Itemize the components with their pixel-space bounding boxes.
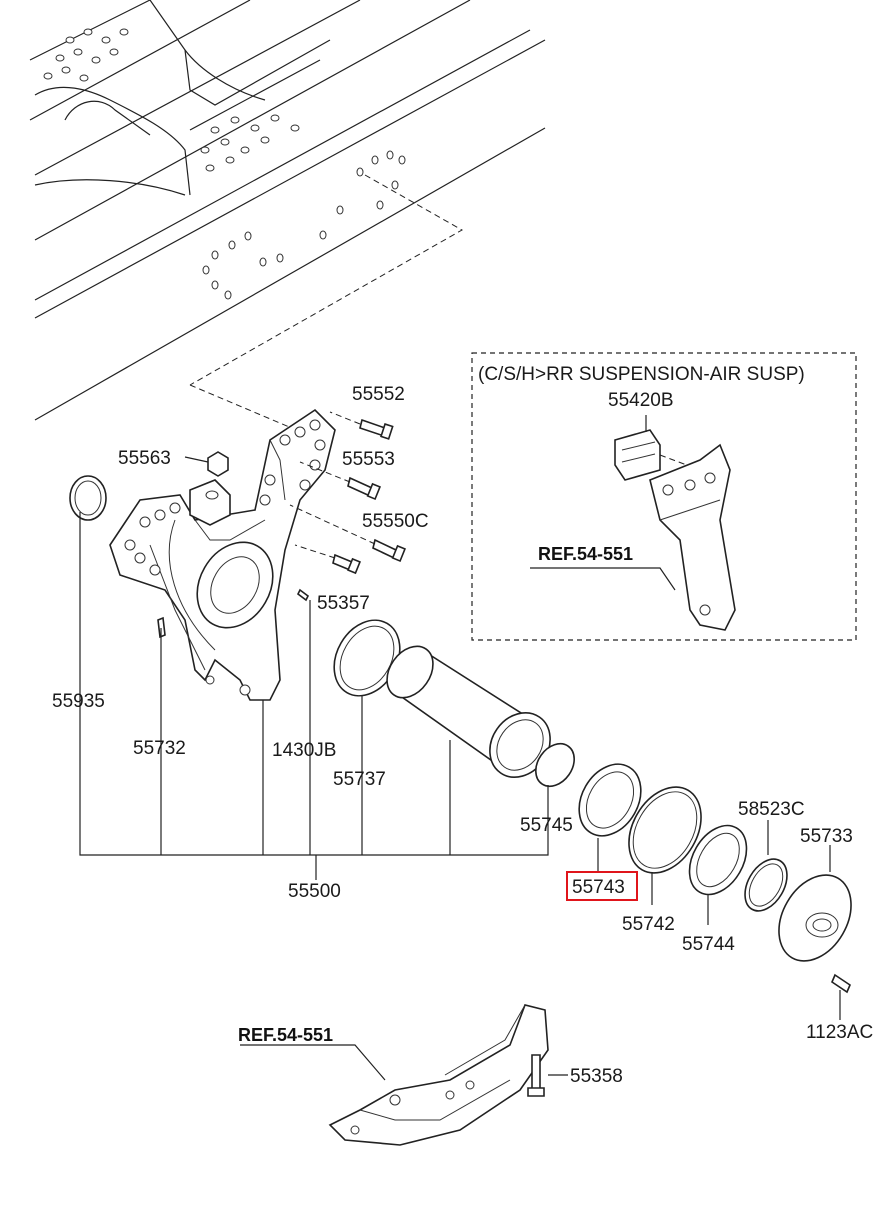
label-55550C: 55550C — [362, 511, 429, 532]
label-55743[interactable]: 55743 — [572, 877, 625, 898]
highlight-box — [566, 871, 638, 901]
frame-holes — [43, 28, 406, 300]
label-1123AC: 1123AC — [806, 1022, 873, 1043]
o-ring — [535, 742, 575, 788]
end-cover — [778, 874, 852, 994]
frame-rails — [29, 0, 546, 421]
label-55563: 55563 — [118, 448, 171, 469]
spacer-plate — [688, 824, 748, 896]
label-55737: 55737 — [333, 769, 386, 790]
label-55358: 55358 — [570, 1066, 623, 1087]
label-55742: 55742 — [622, 914, 675, 935]
thrust-washer — [578, 763, 642, 837]
snap-ring — [744, 858, 788, 912]
label-55744: 55744 — [682, 934, 735, 955]
label-55732: 55732 — [133, 738, 186, 759]
inset-box — [471, 352, 857, 641]
label-55553: 55553 — [342, 449, 395, 470]
main-bracket-assembly — [69, 384, 336, 701]
inset-ref-label[interactable]: REF.54-551 — [538, 544, 633, 564]
bolts — [289, 411, 406, 575]
label-58523C: 58523C — [738, 799, 805, 820]
crossmember — [328, 1004, 549, 1146]
label-55745: 55745 — [520, 815, 573, 836]
label-55935: 55935 — [52, 691, 105, 712]
gasket — [628, 786, 702, 874]
label-55500: 55500 — [288, 881, 341, 902]
leader-lines — [79, 415, 841, 1081]
label-55420B: 55420B — [608, 390, 674, 411]
bottom-ref-label[interactable]: REF.54-551 — [238, 1025, 333, 1045]
label-1430JB: 1430JB — [272, 740, 336, 761]
label-55357: 55357 — [317, 593, 370, 614]
inset-title: (C/S/H>RR SUSPENSION-AIR SUSP) — [478, 364, 805, 385]
bushing-sleeve — [386, 645, 551, 778]
label-55552: 55552 — [352, 384, 405, 405]
label-55733: 55733 — [800, 826, 853, 847]
